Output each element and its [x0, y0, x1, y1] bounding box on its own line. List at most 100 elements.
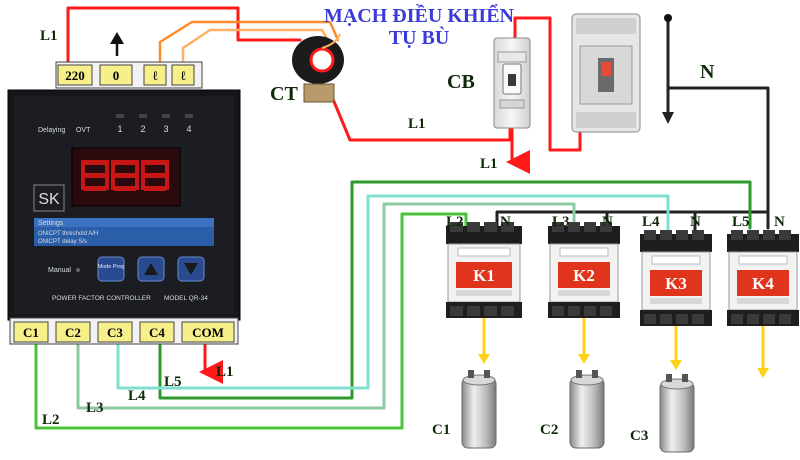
- settings-label: Settings: [38, 220, 64, 227]
- terminal-c2: [55, 321, 91, 343]
- output-arrow-icon: [757, 368, 769, 378]
- circuit-breaker-mcb: [493, 37, 531, 129]
- contactor-k2: K2 L3 N: [548, 214, 620, 364]
- wire-neutral-bus: [495, 210, 770, 236]
- cb-label: CB: [447, 71, 475, 93]
- contactor-line-label: L5: [732, 214, 750, 230]
- terminal-l1-label: ℓ: [152, 68, 158, 83]
- display-segments: [81, 160, 169, 191]
- terminal-l-1: [143, 64, 167, 86]
- contactor-line-label: L2: [446, 214, 464, 230]
- capacitor-group: C1 C2 C3: [432, 370, 695, 453]
- terminal-0: [99, 64, 133, 86]
- wire-label-l5: L5: [164, 374, 182, 390]
- terminal-220-label: 220: [65, 68, 85, 83]
- wire-l1-controller-to-ct: [66, 6, 302, 66]
- capacitor-label: C2: [540, 422, 558, 438]
- capacitor-c3: C3: [630, 374, 695, 453]
- current-transformer: [292, 33, 344, 103]
- terminal-c3-label: C3: [107, 325, 123, 340]
- wire-label-l3: L3: [86, 400, 104, 416]
- contactor-k1: K1 L2 N: [446, 214, 522, 364]
- up-triangle-icon: [144, 263, 158, 275]
- manual-indicator: [76, 268, 80, 272]
- l1-label-top: L1: [40, 28, 58, 44]
- wire-neutral-main: [666, 16, 770, 214]
- neutral-arrow-icon: [662, 112, 674, 124]
- wire-label-l2: L2: [42, 412, 60, 428]
- l1-label-com: L1: [216, 364, 234, 380]
- footer-right-label: MODEL QR-34: [164, 295, 208, 302]
- contactor-line-label: L4: [642, 214, 660, 230]
- terminal-com-label: COM: [192, 325, 224, 340]
- output-arrow-icon: [478, 354, 490, 364]
- terminal-c1: [13, 321, 49, 343]
- wire-ct-signal-1: [158, 20, 340, 66]
- indicator-4-label: 4: [186, 124, 191, 134]
- terminal-0-label: 0: [113, 68, 120, 83]
- indicator-1-label: 1: [117, 124, 122, 134]
- manual-label: Manual: [48, 267, 71, 274]
- l1-label-cb: L1: [480, 156, 498, 172]
- brand-box: [33, 184, 65, 212]
- mode-prog-button[interactable]: [97, 256, 125, 282]
- title-line-1: MẠCH ĐIỀU KHIỂN: [324, 3, 515, 27]
- brand-label: SK: [38, 191, 60, 208]
- contactor-k3: K3 L4 N: [640, 214, 712, 370]
- ct-label: CT: [270, 83, 298, 105]
- wire-ct-signal-2: [181, 28, 332, 66]
- contactor-label: K3: [665, 274, 687, 293]
- contactor-label: K4: [752, 274, 774, 293]
- contactor-label: K2: [573, 266, 595, 285]
- wire-l2: [34, 212, 468, 430]
- footer-left-label: POWER FACTOR CONTROLLER: [52, 295, 151, 302]
- mode-prog-label: Mode Prog: [98, 264, 125, 270]
- contactor-neutral-label: N: [690, 214, 701, 230]
- capacitor-label: C1: [432, 422, 450, 438]
- wire-l4: [116, 194, 670, 390]
- contactor-line-label: L3: [552, 214, 570, 230]
- indicator-led-3: [162, 114, 170, 118]
- indicator-led-1: [116, 114, 124, 118]
- indicator-3-label: 3: [163, 124, 168, 134]
- title-line-2: TỤ BÙ: [389, 25, 450, 49]
- terminal-l2-label: ℓ: [180, 68, 186, 83]
- settings-row-1: ONICPT threshold A/H: [38, 231, 98, 237]
- n-label-main: N: [700, 61, 715, 83]
- terminal-com: [181, 321, 235, 343]
- indicator-2-label: 2: [140, 124, 145, 134]
- capacitor-c2: C2: [540, 370, 605, 449]
- terminal-l-2: [171, 64, 195, 86]
- up-arrow-icon: [110, 32, 124, 44]
- wire-l1-cb-to-mccb: [513, 16, 582, 152]
- terminal-c4: [139, 321, 175, 343]
- ovt-label: OVT: [76, 127, 91, 134]
- contactor-neutral-label: N: [500, 214, 511, 230]
- l1-label-ct: L1: [408, 116, 426, 132]
- capacitor-label: C3: [630, 428, 648, 444]
- output-arrow-icon: [670, 360, 682, 370]
- molded-case-breaker: [571, 13, 641, 133]
- wire-label-l4: L4: [128, 388, 146, 404]
- settings-row-2: ONICPT delay S/s: [38, 239, 87, 245]
- capacitor-c1: C1: [432, 370, 497, 449]
- wire-l3: [76, 202, 576, 410]
- power-factor-controller: 220 0 ℓ ℓ Delaying OVT 1 2 3 4 SK: [7, 61, 241, 345]
- neutral-source-dot: [664, 14, 672, 22]
- contactor-neutral-label: N: [602, 214, 613, 230]
- output-arrow-icon: [578, 354, 590, 364]
- terminal-c1-label: C1: [23, 325, 39, 340]
- indicator-led-2: [139, 114, 147, 118]
- terminal-220: [57, 64, 93, 86]
- delaying-label: Delaying: [38, 127, 65, 134]
- terminal-c4-label: C4: [149, 325, 165, 340]
- contactor-label: K1: [473, 266, 495, 285]
- down-triangle-icon: [184, 263, 198, 275]
- terminal-c2-label: C2: [65, 325, 81, 340]
- terminal-c3: [97, 321, 133, 343]
- indicator-led-4: [185, 114, 193, 118]
